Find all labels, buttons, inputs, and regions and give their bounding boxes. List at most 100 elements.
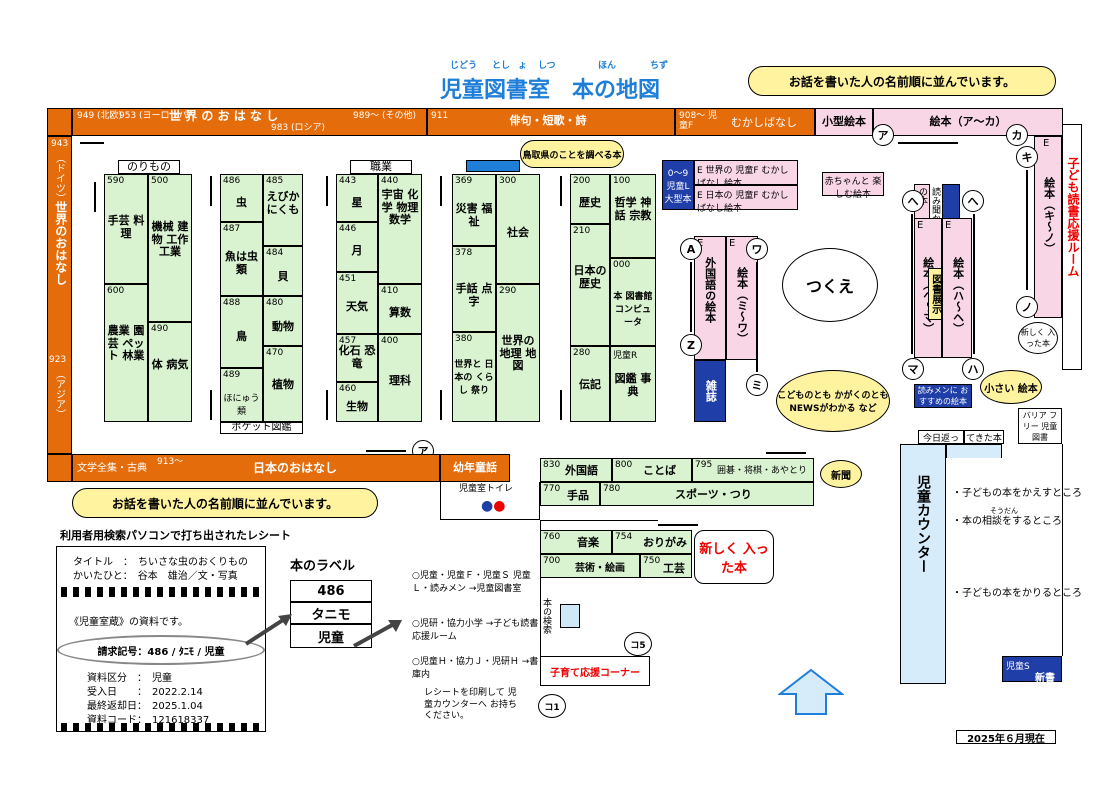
book-label-2: タニモ xyxy=(290,602,372,624)
label-489: ほにゅう類 xyxy=(223,394,260,417)
date-label: 2025年６月現在 xyxy=(956,730,1056,745)
arrow-v9 xyxy=(560,390,562,420)
num-500: 500 xyxy=(151,176,169,186)
num-280: 280 xyxy=(573,348,591,358)
left-wall-corner xyxy=(47,108,72,136)
label-754: おりがみ xyxy=(643,536,687,549)
shelf-100: 100 哲学 神話 宗教 xyxy=(610,174,656,258)
num-830: 830 xyxy=(543,460,561,470)
shelf-300: 300 社会 xyxy=(496,174,540,284)
big-books: 0～9 児童L 大型本 xyxy=(662,160,694,210)
marker-A: A xyxy=(680,238,702,260)
label-590: 手芸 料理 xyxy=(107,214,145,240)
today-return: 今日返っ xyxy=(918,430,964,444)
num-460: 460 xyxy=(339,384,357,394)
label-378: 手話 点字 xyxy=(455,282,493,308)
shelf-488: 488 鳥 xyxy=(220,296,263,368)
new-books-circle: 新しく 入った本 xyxy=(1018,322,1058,354)
receipt-title: 利用者用検索パソコンで打ち出されたレシート xyxy=(60,529,291,542)
marker-ki: キ xyxy=(1016,146,1038,168)
counter-ruby: そうだん xyxy=(990,507,1018,515)
num-750: 750 xyxy=(643,556,661,566)
num-378: 378 xyxy=(455,248,473,258)
shelf-780: 780 スポーツ・つり xyxy=(600,482,814,506)
shelf-280: 280 伝記 xyxy=(570,346,610,422)
num-440: 440 xyxy=(381,176,399,186)
shelf-489: 489 ほにゅう類 xyxy=(220,368,263,422)
shelf-446: 446 月 xyxy=(336,222,378,272)
shelf-440: 440 宇宙 化学 物理 数学 xyxy=(378,174,422,284)
newspaper-bubble: 新聞 xyxy=(820,460,862,488)
location-note-3: ○児童Ｈ・協力Ｊ・児研Ｈ →書庫内 xyxy=(412,657,539,680)
norimono-label: のりもの xyxy=(118,160,180,174)
num-800: 800 xyxy=(615,460,633,470)
receipt: タイトル ： ちいさな虫のおくりもの かいたひと： 谷本 雄治／文・写真 《児童… xyxy=(56,546,266,732)
title-ruby: じどう とし ょ しつ ほん ちず xyxy=(440,58,700,72)
label-440: 宇宙 化学 物理 数学 xyxy=(381,188,419,227)
label-460: 生物 xyxy=(346,400,368,413)
label-700: 芸術・絵画 xyxy=(575,563,625,574)
ruby-3: ょ xyxy=(518,61,528,71)
num-210: 210 xyxy=(573,226,591,236)
shelf-600: 600 農業 園芸 ペット 林業 xyxy=(104,284,148,422)
marker-wa: ワ xyxy=(746,238,768,260)
counter-desk[interactable]: 児童カウンター xyxy=(900,444,946,684)
label-770: 手品 xyxy=(567,489,589,502)
pb-mi-wa-label: 絵本（ミ～ワ） xyxy=(735,267,749,344)
num-380: 380 xyxy=(455,334,473,344)
receipt-tear-top xyxy=(61,587,261,597)
num-451: 451 xyxy=(339,274,357,284)
kosodate-corner: 子育て応援コーナー xyxy=(540,656,650,686)
news-bubble: こどものとも かがくのとも NEWSがわかる など xyxy=(776,370,890,432)
arrow-v2 xyxy=(210,176,212,206)
shelf-japan-stories: 文学全集・古典 913～ 日本のおはなし xyxy=(72,454,440,482)
shelf-poetry: 911 俳句・短歌・詩 xyxy=(427,108,675,136)
num-290: 290 xyxy=(499,286,517,296)
baby-books: 赤ちゃんと 楽しむ絵本 xyxy=(822,172,884,200)
big-pb-label: 大型本 xyxy=(664,194,692,205)
new-books-box: 新しく 入った本 xyxy=(694,530,774,584)
counter-top xyxy=(946,444,1002,458)
label-369: 災害 福祉 xyxy=(455,202,493,228)
shelf-490: 490 体 病気 xyxy=(148,322,192,422)
arrow-h-mid xyxy=(766,452,806,454)
n913: 913～ xyxy=(157,457,184,467)
label-280: 伝記 xyxy=(579,378,601,391)
receipt-call-number: 請求記号：486 / ﾀﾆﾓ / 児童 xyxy=(57,635,265,665)
shelf-old-tales: 908～ 児童F むかしばなし xyxy=(675,108,815,136)
shelf-200: 200 歴史 xyxy=(570,174,610,224)
receipt-title-line: タイトル ： ちいさな虫のおくりもの xyxy=(73,557,248,568)
magazines: 雑誌 xyxy=(694,360,726,422)
arrow-v8 xyxy=(440,390,442,420)
shelf-290: 290 世界の 地理 地図 xyxy=(496,284,540,422)
num-457: 457 xyxy=(339,336,357,346)
num-446: 446 xyxy=(339,224,357,234)
label-300: 社会 xyxy=(507,226,529,239)
num-600: 600 xyxy=(107,286,125,296)
toilet-label: 児童室トイレ xyxy=(459,484,514,494)
num-100: 100 xyxy=(613,176,631,186)
marker-he-2: へ xyxy=(962,190,984,212)
print-note: レシートを印刷して 児童カウンターへ お持ちください。 xyxy=(424,688,517,722)
num-486: 486 xyxy=(223,176,241,186)
small-pb-bubble: 小さい 絵本 xyxy=(980,370,1042,404)
label-490: 体 病気 xyxy=(151,358,189,371)
arrow-wa-mi xyxy=(756,262,758,372)
label-000: 本 図書館 コンピュータ xyxy=(613,292,653,328)
book-search-label: 本の検索 xyxy=(541,598,551,634)
shelf-457: 457 化石 恐竜 xyxy=(336,334,378,382)
arrow-v7 xyxy=(326,390,328,420)
wall-top xyxy=(540,520,658,521)
num-489: 489 xyxy=(223,370,241,380)
pointer-arrow-2-icon xyxy=(353,620,402,648)
num-590: 590 xyxy=(107,176,125,186)
done-label: てきた本 xyxy=(964,430,1004,444)
arrow-v6 xyxy=(210,390,212,420)
shelf-400: 400 理科 xyxy=(378,334,422,422)
receipt-class: 資料区分 ： 児童 xyxy=(87,673,172,684)
label-800: ことば xyxy=(643,464,676,477)
page-title: 児童図書室 本の地図 xyxy=(440,78,661,103)
e-he-ma: E xyxy=(917,220,924,231)
marker-he-1: へ xyxy=(902,190,924,212)
shelf-590: 590 手芸 料理 xyxy=(104,174,148,284)
